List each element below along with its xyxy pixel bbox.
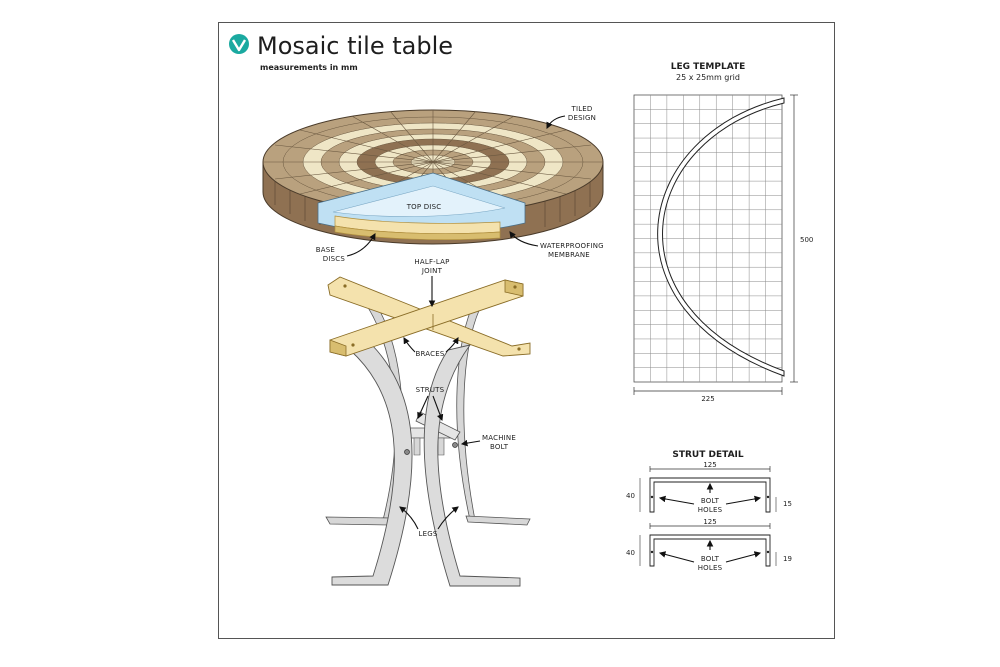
callout-base-discs-line1: BASE — [316, 246, 335, 254]
callout-waterproofing-line1: WATERPROOFING — [540, 242, 604, 250]
strut-lower-bolt-label-line1: BOLT — [701, 555, 720, 563]
strut-detail-panel: STRUT DETAIL 125 40 15 BOLT HOLES 125 — [626, 450, 792, 572]
base-assembly-illustration — [325, 276, 531, 587]
callouts: TILED DESIGN TOP DISC BASE DISCS WATERPR… — [316, 105, 604, 538]
strut-lower-width-label: 125 — [703, 518, 716, 526]
callout-tiled-design-line1: TILED — [570, 105, 592, 113]
strut-upper-width-label: 125 — [703, 461, 716, 469]
strut-upper-hole-offset-label: 15 — [783, 500, 792, 508]
callout-braces: BRACES — [415, 350, 444, 358]
checkmark-chevron-icon — [229, 34, 249, 54]
strut-lower-height-label: 40 — [626, 549, 635, 557]
callout-legs: LEGS — [419, 530, 438, 538]
callout-struts: STRUTS — [416, 386, 445, 394]
callout-half-lap-line1: HALF-LAP — [414, 258, 449, 266]
callout-tiled-design-line2: DESIGN — [568, 114, 596, 122]
strut-detail-lower: 125 40 19 BOLT HOLES — [626, 518, 792, 572]
callout-machine-bolt-line1: MACHINE — [482, 434, 516, 442]
callout-top-disc: TOP DISC — [406, 203, 442, 211]
strut-detail-title: STRUT DETAIL — [672, 450, 744, 460]
header: Mosaic tile table measurements in mm — [229, 32, 453, 72]
callout-base-discs-line2: DISCS — [323, 255, 346, 263]
callout-machine-bolt-line2: BOLT — [490, 443, 509, 451]
leg-template-curve — [657, 97, 785, 377]
leg-template-height-label: 500 — [800, 236, 813, 244]
table-top-illustration — [262, 109, 604, 245]
callout-half-lap-line2: JOINT — [421, 267, 443, 275]
callout-waterproofing-line2: MEMBRANE — [548, 251, 590, 259]
strut-upper-bolt-label-line2: HOLES — [698, 506, 723, 514]
leg-template-title: LEG TEMPLATE — [671, 62, 746, 72]
leg-template-panel: LEG TEMPLATE 25 x 25mm grid 500 225 — [633, 62, 813, 403]
strut-lower-bolt-label-line2: HOLES — [698, 564, 723, 572]
strut-lower-hole-offset-label: 19 — [783, 555, 792, 563]
page-title: Mosaic tile table — [257, 32, 453, 60]
strut-upper-height-label: 40 — [626, 492, 635, 500]
leg-template-subtitle: 25 x 25mm grid — [676, 73, 740, 82]
strut-detail-upper: 125 40 15 BOLT HOLES — [626, 461, 792, 514]
strut-upper-bolt-label-line1: BOLT — [701, 497, 720, 505]
leg-template-width-label: 225 — [701, 395, 714, 403]
page-subtitle: measurements in mm — [260, 63, 358, 72]
